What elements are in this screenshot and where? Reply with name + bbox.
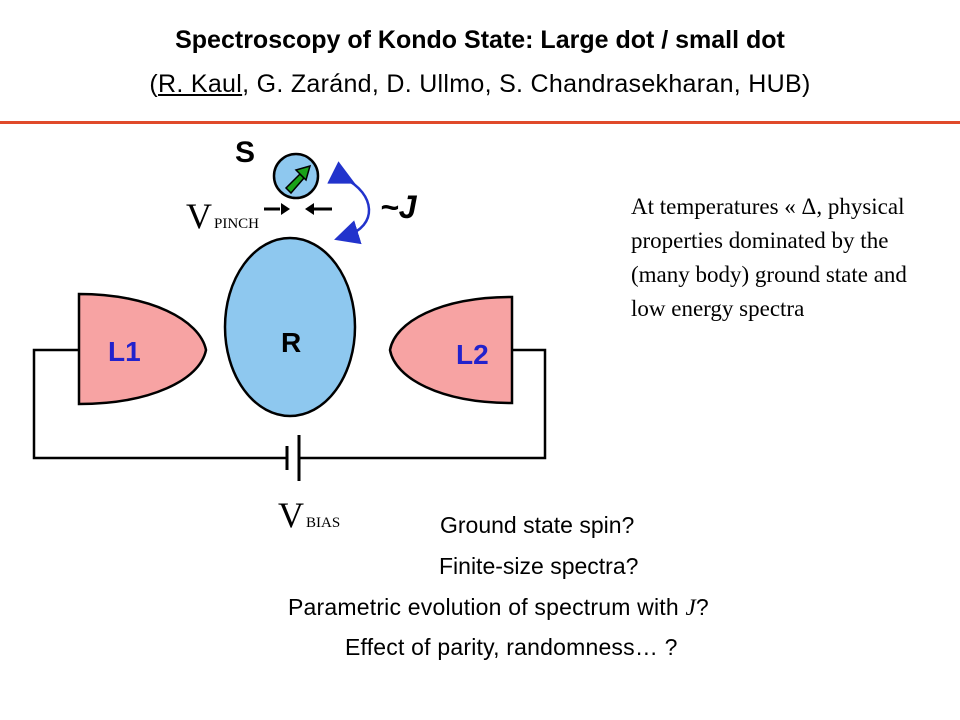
question-ground-state: Ground state spin? [440, 512, 635, 538]
battery-symbol [285, 435, 301, 481]
lead-left [77, 292, 208, 406]
header-divider [0, 121, 960, 124]
question-parametric-text: Parametric evolution of spectrum with [288, 594, 686, 620]
question-finite-size: Finite-size spectra? [439, 553, 639, 579]
large-dot [223, 236, 357, 418]
lead-right-label: L2 [456, 339, 489, 370]
pinch-arrow-left-icon [264, 203, 290, 215]
small-dot [272, 152, 320, 200]
authors-rest: , G. Zaránd, D. Ullmo, S. Chandrasekhara… [242, 70, 811, 98]
spin-label: S [235, 136, 255, 169]
page-title: Spectroscopy of Kondo State: Large dot /… [175, 26, 785, 54]
spin-arrow-icon [284, 164, 312, 195]
author-link-kaul[interactable]: R. Kaul [158, 70, 243, 98]
authors-open-paren: ( [149, 70, 159, 98]
question-parametric-end: ? [695, 594, 709, 620]
temperature-note: At temperatures « Δ, physical properties… [631, 194, 907, 321]
question-parametric: Parametric evolution of spectrum with J? [288, 594, 709, 621]
coupling-label: ~J [380, 189, 418, 225]
lead-left-label: L1 [108, 336, 141, 367]
coupling-arrow-icon [327, 161, 371, 245]
question-parametric-var: J [685, 595, 696, 620]
lead-right [388, 295, 514, 405]
pinch-arrow-right-icon [305, 203, 332, 215]
authors-line: (R. Kaul, G. Zaránd, D. Ullmo, S. Chandr… [0, 70, 960, 99]
circuit-wire [32, 348, 547, 460]
question-parity: Effect of parity, randomness… ? [345, 634, 678, 660]
large-dot-label: R [281, 327, 301, 358]
